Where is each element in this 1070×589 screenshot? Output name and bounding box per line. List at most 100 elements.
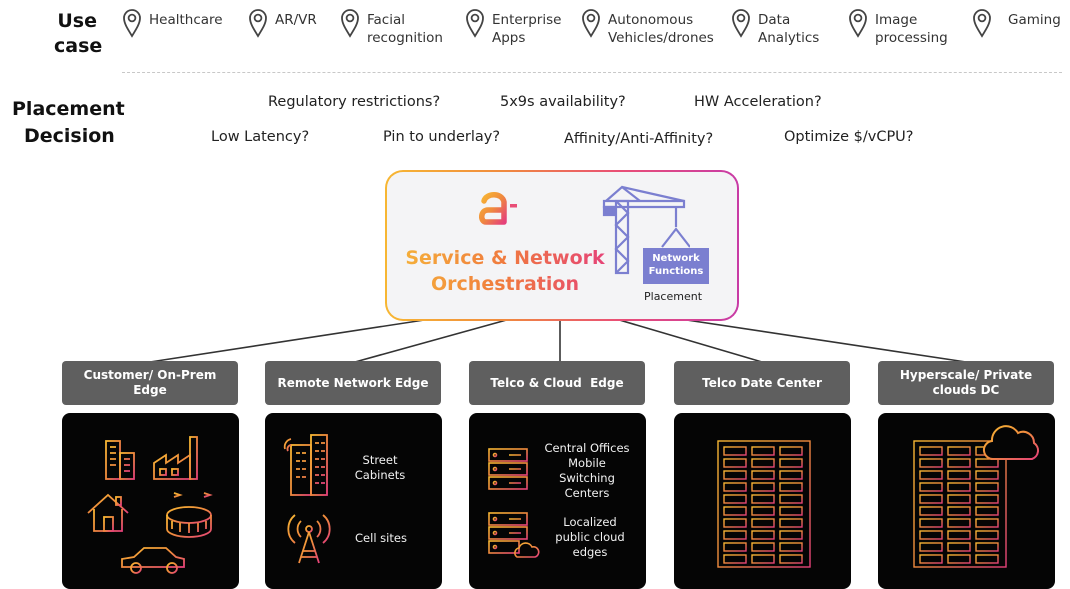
- question-low-latency: Low Latency?: [211, 129, 310, 145]
- rack-slot: [947, 470, 971, 480]
- hyperscale-rack-icon: [913, 440, 1007, 568]
- category-label-line2: clouds DC: [932, 383, 1000, 397]
- rack-slot: [751, 542, 775, 552]
- central-offices-line2: Mobile: [568, 456, 606, 470]
- rack-slot: [919, 542, 943, 552]
- rack-slot: [947, 518, 971, 528]
- rack-slot: [919, 470, 943, 480]
- placement-decision-label: Placement Decision: [12, 96, 125, 150]
- placement-label-line1: Placement: [12, 98, 125, 120]
- section-divider: [122, 72, 1062, 73]
- rack-slot: [919, 554, 943, 564]
- placement-label-line2: Decision: [24, 125, 115, 147]
- use-case-label: AR/VR: [275, 12, 317, 28]
- use-case-label-line2: processing: [875, 30, 948, 46]
- rack-slot: [919, 482, 943, 492]
- rack-slot: [919, 494, 943, 504]
- panel-hyperscale-dc: [878, 413, 1055, 589]
- use-case-facial-recognition: Facial recognition: [340, 8, 443, 47]
- connector-line: [615, 318, 763, 363]
- panel-telco-cloud-edge: Central Offices Mobile Switching Centers…: [469, 413, 646, 589]
- rack-slot: [723, 482, 747, 492]
- central-offices-label: Central Offices Mobile Switching Centers: [535, 441, 639, 501]
- data-center-rack-icon: [717, 440, 811, 568]
- category-label: Remote Network Edge: [277, 375, 429, 390]
- rack-slot: [751, 470, 775, 480]
- server-cloud-icon: [488, 512, 540, 558]
- rack-slot: [723, 542, 747, 552]
- rack-slot: [723, 458, 747, 468]
- rack-slot: [751, 530, 775, 540]
- rack-slot: [751, 506, 775, 516]
- network-functions-label: Network: [652, 253, 700, 264]
- category-remote-network-edge: Remote Network Edge: [265, 361, 441, 405]
- use-case-label: Use case: [52, 9, 102, 59]
- panel-remote-network-edge: Street Cabinets Cell sites: [265, 413, 442, 589]
- rack-slot: [975, 542, 999, 552]
- orchestration-title-line1: Service & Network: [400, 246, 610, 271]
- use-case-autonomous-vehicles: Autonomous Vehicles/drones: [581, 8, 714, 47]
- use-case-ar-vr: AR/VR: [248, 8, 317, 38]
- question-regulatory: Regulatory restrictions?: [268, 94, 441, 110]
- panel-telco-data-center: [674, 413, 851, 589]
- rack-slot: [779, 482, 803, 492]
- factory-icon: [153, 436, 198, 480]
- rack-slot: [975, 530, 999, 540]
- rack-slot: [723, 554, 747, 564]
- use-case-label-line2: Apps: [492, 30, 526, 46]
- rack-slot: [919, 446, 943, 456]
- rack-slot: [919, 506, 943, 516]
- orchestration-box: [387, 172, 737, 319]
- rack-slot: [779, 506, 803, 516]
- use-case-label: Autonomous: [608, 12, 694, 28]
- rack-slot: [947, 554, 971, 564]
- use-case-label: Healthcare: [149, 12, 223, 28]
- network-functions-box: Network Functions: [643, 248, 709, 284]
- use-case-gaming: Gaming: [972, 8, 1061, 38]
- use-case-image-processing: Image processing: [848, 8, 948, 47]
- rack-slot: [975, 482, 999, 492]
- rack-slot: [779, 458, 803, 468]
- rack-slot: [723, 506, 747, 516]
- house-icon: [87, 493, 129, 532]
- rack-slot: [779, 446, 803, 456]
- question-optimize-cost: Optimize $/vCPU?: [784, 129, 914, 145]
- localized-cloud-line2: public cloud: [555, 530, 625, 544]
- use-case-healthcare: Healthcare: [122, 8, 223, 38]
- street-cabinet-building-icon: [283, 434, 328, 496]
- rack-slot: [723, 518, 747, 528]
- rack-slot: [723, 470, 747, 480]
- use-case-label: Gaming: [1008, 12, 1061, 28]
- orchestration-title-line2: Orchestration: [400, 272, 610, 297]
- rack-slot: [779, 518, 803, 528]
- category-label: Hyperscale/ Private: [899, 368, 1033, 382]
- central-offices-line3: Switching: [559, 471, 615, 485]
- rack-slot: [975, 494, 999, 504]
- category-label: Telco Date Center: [702, 375, 822, 390]
- localized-cloud-line3: edges: [572, 545, 608, 559]
- rack-slot: [723, 530, 747, 540]
- rack-slot: [947, 542, 971, 552]
- use-case-label: Facial: [367, 12, 405, 28]
- cell-sites-label: Cell sites: [355, 531, 407, 545]
- question-hw-acceleration: HW Acceleration?: [694, 94, 822, 110]
- rack-slot: [723, 494, 747, 504]
- connector-line: [659, 315, 967, 363]
- rack-slot: [947, 446, 971, 456]
- rack-slot: [751, 554, 775, 564]
- rack-slot: [975, 458, 999, 468]
- use-case-data-analytics: Data Analytics: [731, 8, 819, 47]
- network-functions-label-line2: Functions: [648, 266, 704, 277]
- server-rack-icon: [488, 448, 528, 490]
- placement-label: Placement: [644, 290, 703, 303]
- rack-slot: [947, 482, 971, 492]
- use-case-label-line2: Analytics: [758, 30, 820, 46]
- rack-slot: [779, 470, 803, 480]
- use-case-enterprise-apps: Enterprise Apps: [465, 8, 561, 47]
- rack-slot: [751, 494, 775, 504]
- use-case-label-line1: Use: [57, 10, 97, 32]
- category-label: Telco & Cloud Edge: [490, 375, 624, 390]
